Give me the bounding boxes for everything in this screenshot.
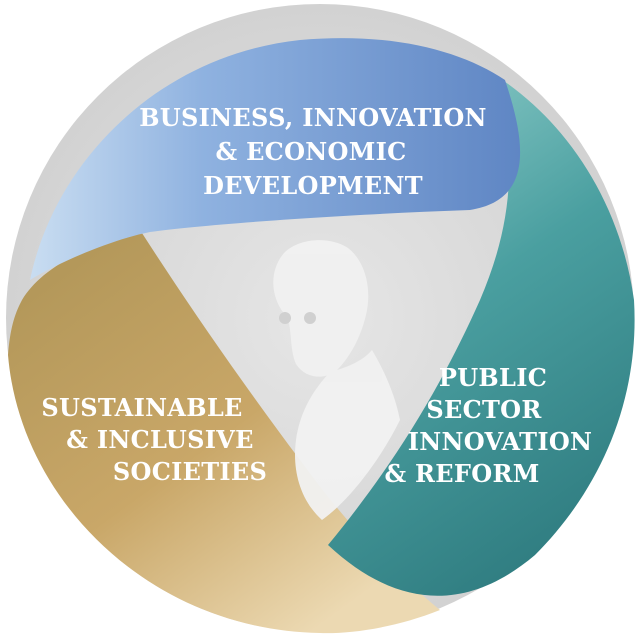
- label-business-innovation: BUSINESS, INNOVATION & ECONOMIC DEVELOPM…: [139, 103, 487, 200]
- label-line: & ECONOMIC: [215, 137, 406, 166]
- label-sustainable-societies: SUSTAINABLE & INCLUSIVE SOCIETIES: [41, 393, 267, 486]
- label-line: SOCIETIES: [113, 457, 267, 486]
- segment-sustainable-societies: [8, 230, 440, 634]
- segment-business-innovation: [30, 38, 521, 280]
- label-line: PUBLIC: [439, 363, 547, 392]
- label-line: & REFORM: [384, 459, 539, 488]
- label-public-sector: PUBLIC SECTOR INNOVATION & REFORM: [384, 363, 592, 488]
- segment-public-sector: [328, 75, 635, 596]
- label-line: INNOVATION: [408, 427, 593, 456]
- label-line: BUSINESS, INNOVATION: [139, 103, 487, 132]
- label-line: SECTOR: [426, 395, 542, 424]
- label-line: DEVELOPMENT: [203, 171, 423, 200]
- label-line: SUSTAINABLE: [41, 393, 242, 422]
- portrait-illustration: [273, 240, 400, 520]
- label-line: & INCLUSIVE: [66, 425, 254, 454]
